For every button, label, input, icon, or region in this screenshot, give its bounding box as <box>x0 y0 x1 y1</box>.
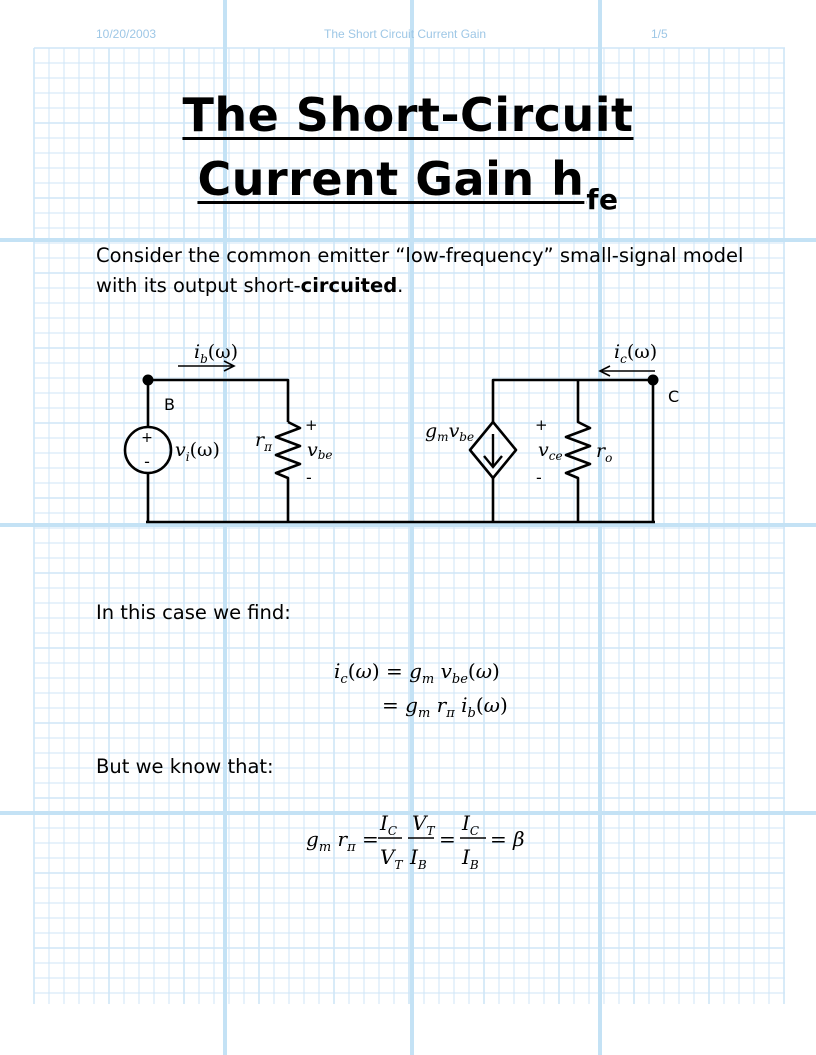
voltage-source-symbol <box>123 425 173 475</box>
label-ic: ic(ω) <box>614 341 657 366</box>
vce-minus: - <box>536 468 542 487</box>
header-date: 10/20/2003 <box>96 27 157 41</box>
eq2-lhs: gm rπ = <box>306 827 379 855</box>
vce-plus: + <box>535 416 548 434</box>
eq2-frac3-den: IB <box>461 845 479 872</box>
node-c-dot <box>647 374 659 386</box>
dependent-current-source-symbol <box>468 420 518 480</box>
source-plus-sign: + <box>141 430 153 446</box>
label-ib: ib(ω) <box>194 341 238 366</box>
title-text-2: Current Gain h <box>197 152 585 206</box>
header-page-number: 1/5 <box>651 27 668 41</box>
page-title-line-1: The Short-Circuit <box>0 88 816 142</box>
eq2-frac1-num: IC <box>379 811 397 838</box>
label-r-pi: rπ <box>255 429 273 454</box>
intro-line-2a: with its output short- <box>96 274 301 297</box>
intro-line-2: with its output short-circuited. <box>96 271 403 301</box>
eq2-eq2: = <box>439 827 456 851</box>
title-text-1: The Short-Circuit <box>182 88 634 142</box>
label-vce: vce <box>538 439 563 463</box>
label-ro: ro <box>596 440 612 465</box>
eq2-frac2-num: VT <box>412 811 435 838</box>
eq2-frac3-num: IC <box>461 811 479 838</box>
eq2-beta: β <box>512 827 525 851</box>
eq2-frac2-den: IB <box>409 845 427 872</box>
node-label-b: B <box>164 395 175 414</box>
vbe-plus: + <box>305 416 318 434</box>
title-subscript: fe <box>586 183 619 216</box>
know-text: But we know that: <box>96 755 274 778</box>
label-vbe: vbe <box>307 439 333 462</box>
eq1-line-1: ic(ω) = gm vbe(ω) <box>334 659 500 687</box>
eq2-eq3: = <box>490 827 507 851</box>
intro-line-1: Consider the common emitter “low-frequen… <box>96 244 744 267</box>
label-gm-vbe: gmvbe <box>425 420 474 444</box>
vbe-minus: - <box>306 468 312 487</box>
source-minus-sign: - <box>144 452 150 471</box>
intro-line-2b: . <box>397 274 404 297</box>
intro-bold-word: circuited <box>300 274 398 297</box>
eq2-frac1-den: VT <box>380 845 403 872</box>
label-vi: vi(ω) <box>175 439 220 464</box>
page-title-line-2: Current Gain hfe <box>0 152 816 216</box>
header-title: The Short Circuit Current Gain <box>324 27 487 41</box>
eq1-line-2: = gm rπ ib(ω) <box>382 693 508 721</box>
node-label-c: C <box>668 387 679 406</box>
node-b-dot <box>142 374 154 386</box>
case-text: In this case we find: <box>96 601 291 624</box>
